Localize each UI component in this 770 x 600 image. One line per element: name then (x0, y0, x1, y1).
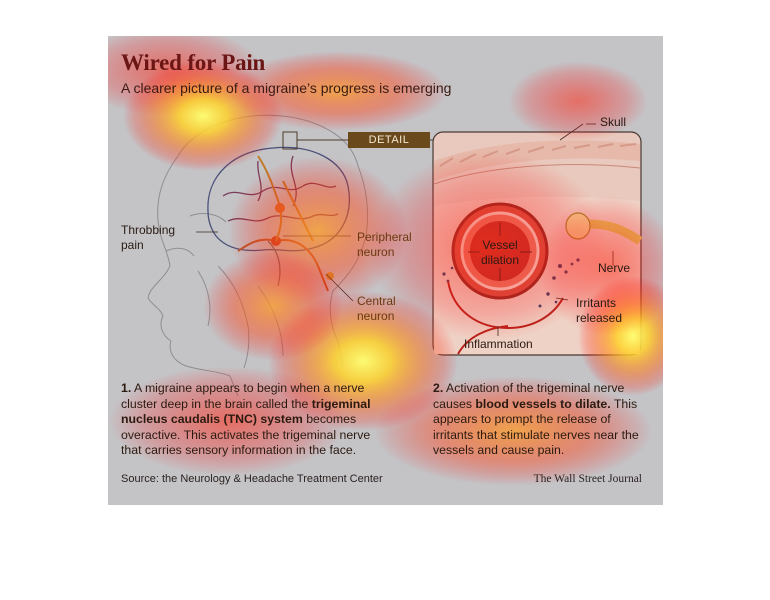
page-title: Wired for Pain (121, 50, 266, 75)
detail-tag: DETAIL (348, 132, 430, 148)
publisher-credit: The Wall Street Journal (533, 473, 642, 485)
step-1-paragraph: 1. A migraine appears to begin when a ne… (121, 381, 371, 458)
central-neuron-body (275, 203, 285, 213)
label-skull: Skull (600, 115, 627, 129)
brain-outline (207, 146, 350, 287)
infographic-card: Wired for Pain A clearer picture of a mi… (108, 36, 663, 505)
central-neuron (257, 155, 314, 242)
subtitle: A clearer picture of a migraine’s progre… (121, 80, 452, 96)
step-2-paragraph: 2. Activation of the trigeminal nerve ca… (433, 381, 639, 458)
label-nerve: Nerve (598, 261, 631, 275)
label-inflammation: Inflammation (464, 337, 533, 351)
source-credit: Source: the Neurology & Headache Treatme… (121, 473, 383, 485)
